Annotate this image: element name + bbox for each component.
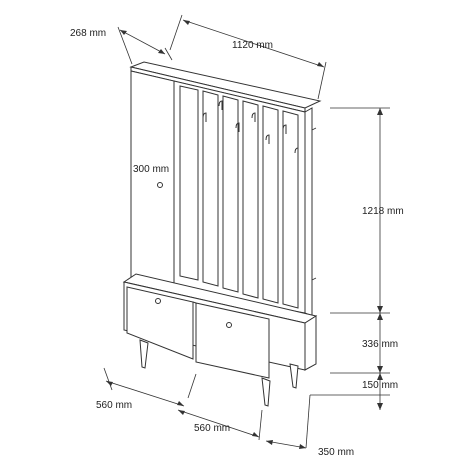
label-base-depth: 350 mm [318, 447, 354, 458]
extension-line [103, 367, 113, 391]
arrow-head [317, 62, 324, 67]
extension-line [169, 14, 183, 51]
leg [139, 339, 149, 369]
leg [261, 377, 271, 407]
hook-icon [294, 147, 299, 157]
arrow-head [377, 108, 383, 115]
arrow-head [377, 306, 383, 313]
label-leg-height: 150 mm [362, 380, 398, 391]
hook-icon [265, 134, 270, 144]
tall-cabinet-door [130, 70, 175, 291]
base-side [304, 315, 317, 371]
drawer-gap [192, 301, 197, 304]
extension-line [258, 409, 263, 441]
drawer-knob-right [226, 322, 232, 328]
arrow-head [178, 410, 185, 415]
panel-slats [179, 85, 299, 309]
arrow-head [266, 440, 273, 445]
dim-panel-height: 1218 mm [330, 107, 404, 314]
dim-line [119, 29, 166, 55]
arrow-head [106, 381, 113, 386]
extension-line [117, 26, 133, 65]
slat [262, 105, 279, 304]
coat-hooks [202, 100, 299, 157]
legs [139, 339, 299, 407]
coat-panel-side [304, 107, 313, 317]
slat [222, 95, 239, 293]
arrow-head [183, 20, 190, 25]
dim-leg-height: 150 mm [310, 373, 398, 410]
leg [289, 363, 299, 389]
hall-stand-unit [122, 61, 322, 407]
dim-line [182, 19, 325, 68]
extension-line [317, 61, 327, 100]
dim-line [265, 440, 307, 449]
hook-icon [218, 100, 223, 110]
arrow-head [377, 313, 383, 320]
extension-line [164, 47, 173, 61]
label-cabinet-height: 300 mm [133, 164, 169, 175]
dim-depth-top: 268 mm [70, 26, 173, 65]
dim-cabinet: 300 mm [133, 164, 169, 175]
arrow-head [158, 49, 165, 54]
drawer-right [195, 302, 270, 379]
hook-icon [202, 112, 207, 122]
hook-icon [282, 124, 287, 134]
arrow-head [120, 30, 127, 35]
label-depth-top: 268 mm [70, 28, 106, 39]
label-panel-height: 1218 mm [362, 206, 404, 217]
extension-line [305, 394, 311, 449]
hook-icon [235, 122, 240, 132]
dim-drawer-left: 560 mm [96, 367, 197, 411]
label-drawer-height: 336 mm [362, 339, 398, 350]
arrow-head [252, 432, 259, 437]
side-bracket [311, 277, 317, 281]
drawer-knob-left [155, 298, 161, 304]
extension-line [187, 373, 197, 399]
dim-line [105, 380, 185, 407]
slat [282, 110, 299, 309]
dim-width-top: 1120 mm [169, 14, 327, 100]
arrow-head [377, 366, 383, 373]
hook-icon [251, 112, 256, 122]
side-bracket [311, 127, 317, 131]
label-drawer-left: 560 mm [96, 400, 132, 411]
cabinet-knob [157, 182, 163, 188]
dim-drawer-right: 560 mm [177, 409, 263, 441]
drawer-left [126, 286, 194, 360]
slat [242, 100, 259, 299]
arrow-head [377, 403, 383, 410]
label-drawer-right: 560 mm [194, 423, 230, 434]
label-width-top: 1120 mm [232, 40, 273, 51]
arrow-head [177, 401, 184, 406]
dim-line [177, 409, 260, 438]
arrow-head [299, 444, 306, 449]
arrow-head [377, 373, 383, 380]
dim-base-depth: 350 mm [265, 394, 354, 458]
slat [202, 90, 219, 287]
slat [179, 85, 199, 281]
dim-drawer-height: 336 mm [330, 313, 398, 374]
